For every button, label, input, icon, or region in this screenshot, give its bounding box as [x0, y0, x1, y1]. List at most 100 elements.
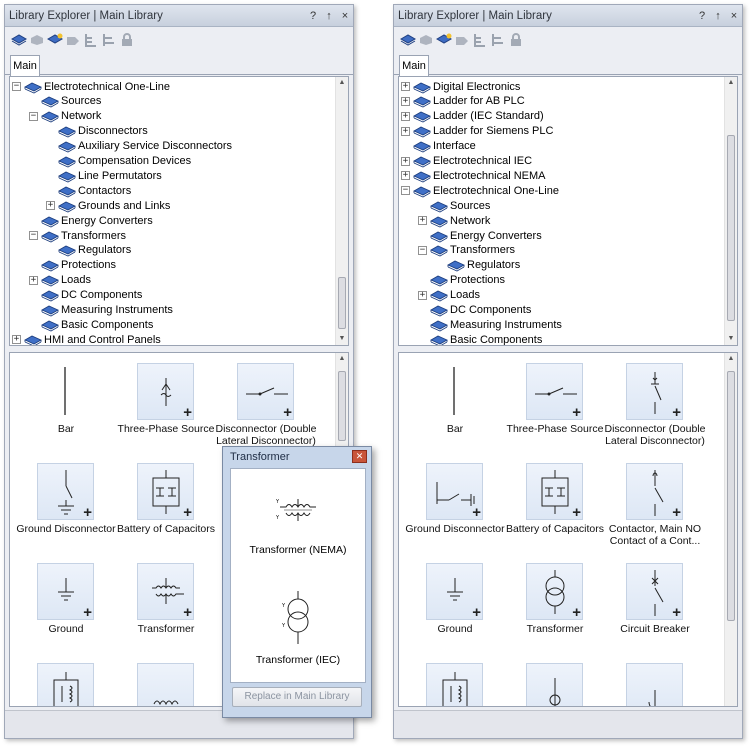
tree-item[interactable]: Sources — [430, 198, 490, 213]
symbol-tile[interactable]: Bar — [405, 359, 505, 449]
variants-plus-icon[interactable]: + — [472, 704, 481, 706]
lock-icon[interactable] — [508, 32, 524, 48]
tree-item[interactable]: Transformers — [41, 228, 126, 243]
tree-item[interactable]: Electrotechnical One-Line — [413, 183, 559, 198]
variants-plus-icon[interactable]: + — [472, 604, 481, 621]
group-icon[interactable] — [472, 32, 488, 48]
ungroup-icon[interactable] — [101, 32, 117, 48]
tree-item[interactable]: DC Components — [430, 303, 531, 318]
gallery-scroll-thumb[interactable] — [338, 371, 346, 441]
tree-item[interactable]: Network — [430, 213, 490, 228]
tree-item[interactable]: Loads — [41, 273, 91, 288]
tree-item[interactable]: Auxiliary Service Disconnectors — [58, 139, 232, 154]
tree-item[interactable]: Energy Converters — [41, 213, 153, 228]
symbol-tile[interactable]: +Battery of Capacitors — [505, 459, 605, 549]
tree-item[interactable]: Grounds and Links — [58, 198, 170, 213]
tree-item[interactable]: Compensation Devices — [58, 154, 191, 169]
symbol-tile[interactable]: +Contactor, Main NO Contact of a Cont... — [605, 459, 705, 549]
expand-toggle[interactable]: + — [401, 95, 410, 106]
variants-plus-icon[interactable]: + — [183, 604, 192, 621]
tree-item[interactable]: Protections — [430, 273, 505, 288]
variants-plus-icon[interactable]: + — [183, 504, 192, 521]
symbol-tile[interactable]: +Ground — [16, 559, 116, 649]
variants-plus-icon[interactable]: + — [472, 504, 481, 521]
tree-item[interactable]: Line Permutators — [58, 168, 162, 183]
gallery-scroll-thumb[interactable] — [727, 371, 735, 621]
tree-item[interactable]: Electrotechnical IEC — [413, 154, 532, 169]
gallery-scroll-up[interactable]: ▲ — [338, 355, 346, 362]
variants-plus-icon[interactable]: + — [572, 504, 581, 521]
scroll-down-arrow[interactable]: ▼ — [727, 335, 735, 342]
ungroup-icon[interactable] — [490, 32, 506, 48]
expand-toggle[interactable]: + — [418, 289, 427, 300]
tree-item[interactable]: Regulators — [58, 243, 131, 258]
shape-icon[interactable] — [29, 32, 45, 48]
symbol-tile[interactable]: +Three-Phase Source — [505, 359, 605, 449]
tree-item[interactable]: Protections — [41, 258, 116, 273]
symbol-tile[interactable]: +Disconnector (Double Lateral Disconnect… — [605, 359, 705, 449]
open-library-icon[interactable] — [11, 32, 27, 48]
help-button[interactable]: ? — [309, 9, 317, 22]
collapse-toggle[interactable]: − — [29, 230, 38, 240]
tree-item[interactable]: Ladder for AB PLC — [413, 94, 525, 109]
tree-item[interactable]: HMI and Control Panels — [24, 332, 161, 345]
tree-item[interactable]: Measuring Instruments — [430, 317, 562, 332]
symbol-tile[interactable]: +Circuit Breaker — [605, 559, 705, 649]
open-library-icon[interactable] — [400, 32, 416, 48]
expand-toggle[interactable]: + — [46, 200, 55, 211]
tag-icon[interactable] — [454, 32, 470, 48]
scroll-thumb[interactable] — [727, 135, 735, 321]
symbol-tile[interactable] — [505, 659, 605, 706]
replace-in-main-library-button[interactable]: Replace in Main Library — [232, 687, 362, 707]
expand-toggle[interactable]: + — [401, 155, 410, 166]
symbol-tile[interactable]: +Battery of Capacitors — [116, 459, 216, 549]
scroll-down-arrow[interactable]: ▼ — [338, 335, 346, 342]
symbol-tile[interactable] — [605, 659, 705, 706]
tag-icon[interactable] — [65, 32, 81, 48]
symbol-tile[interactable]: +Ground Disconnector — [16, 459, 116, 549]
collapse-toggle[interactable]: − — [12, 81, 21, 91]
variants-plus-icon[interactable]: + — [283, 404, 292, 421]
pin-button[interactable]: ↑ — [326, 9, 332, 22]
expand-toggle[interactable]: + — [401, 110, 410, 121]
tree-item[interactable]: Measuring Instruments — [41, 303, 173, 318]
symbol-tile[interactable]: +Three-Phase Source — [116, 359, 216, 449]
tree-item[interactable]: Energy Converters — [430, 228, 542, 243]
scroll-up-arrow[interactable]: ▲ — [727, 79, 735, 86]
variants-plus-icon[interactable]: + — [83, 604, 92, 621]
help-button[interactable]: ? — [698, 9, 706, 22]
expand-toggle[interactable]: + — [401, 170, 410, 181]
variants-plus-icon[interactable]: + — [672, 404, 681, 421]
tree-item[interactable]: Regulators — [447, 258, 520, 273]
close-button[interactable]: × — [341, 9, 349, 22]
variants-plus-icon[interactable]: + — [672, 504, 681, 521]
symbol-tile[interactable]: + — [16, 659, 116, 706]
tree-item[interactable]: DC Components — [41, 288, 142, 303]
symbol-tile[interactable]: +Ground Disconnector — [405, 459, 505, 549]
tree-item[interactable]: Ladder (IEC Standard) — [413, 109, 544, 124]
new-library-icon[interactable] — [436, 32, 452, 48]
new-library-icon[interactable] — [47, 32, 63, 48]
gallery-scrollbar[interactable]: ▲ — [724, 353, 737, 706]
variants-plus-icon[interactable]: + — [183, 404, 192, 421]
tree-item[interactable]: Loads — [430, 288, 480, 303]
symbol-tile[interactable]: +Transformer — [505, 559, 605, 649]
symbol-tile[interactable]: +Transformer — [116, 559, 216, 649]
close-button[interactable]: × — [730, 9, 738, 22]
symbol-tile[interactable]: Bar — [16, 359, 116, 449]
variants-plus-icon[interactable]: + — [83, 504, 92, 521]
tree-item[interactable]: Digital Electronics — [413, 79, 520, 94]
lock-icon[interactable] — [119, 32, 135, 48]
variants-plus-icon[interactable]: + — [572, 404, 581, 421]
gallery-scroll-up[interactable]: ▲ — [727, 355, 735, 362]
tree-scrollbar[interactable]: ▲ ▼ — [335, 77, 348, 345]
expand-toggle[interactable]: + — [418, 215, 427, 226]
tree-item[interactable]: Electrotechnical NEMA — [413, 168, 546, 183]
expand-toggle[interactable]: + — [29, 274, 38, 285]
symbol-tile[interactable]: +Ground — [405, 559, 505, 649]
shape-icon[interactable] — [418, 32, 434, 48]
tree-item[interactable]: Ladder for Siemens PLC — [413, 124, 553, 139]
scroll-up-arrow[interactable]: ▲ — [338, 79, 346, 86]
